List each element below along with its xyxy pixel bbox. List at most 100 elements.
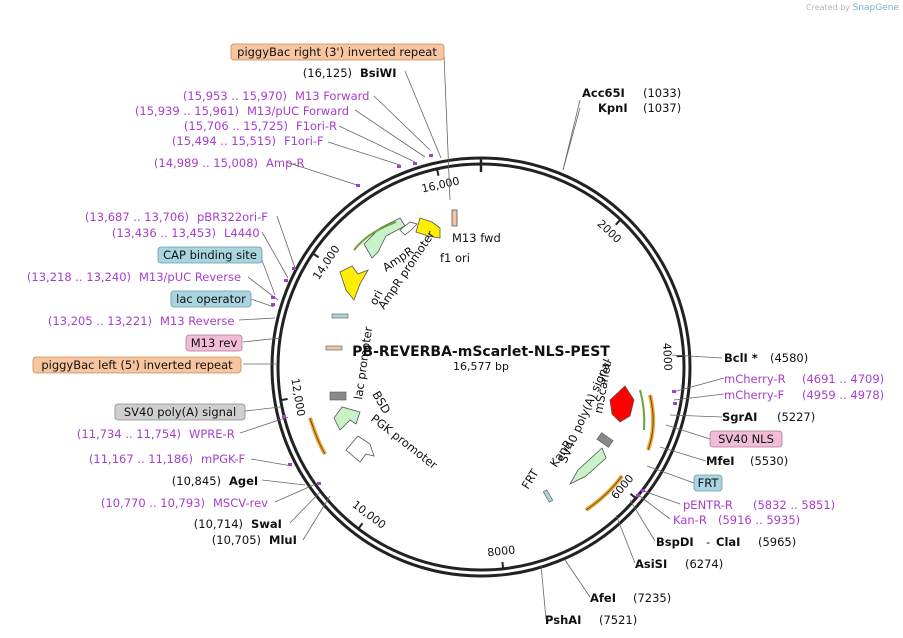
mpgk-range: (11,167 .. 11,186) bbox=[89, 452, 193, 466]
tick-mark bbox=[501, 561, 505, 569]
f1orir-range: (15,706 .. 15,725) bbox=[184, 119, 288, 133]
lac-promoter-label: lac promoter bbox=[351, 325, 375, 400]
tick-mark bbox=[435, 168, 440, 176]
mscv-range: (10,770 .. 10,793) bbox=[101, 496, 205, 510]
tick-label: 4000 bbox=[660, 342, 675, 371]
m13puc-label: M13/pUC Forward bbox=[247, 104, 349, 118]
right-labels: Acc65I (1033) KpnI (1037) BclI * (4580) … bbox=[545, 86, 884, 627]
tick-mark bbox=[357, 522, 364, 530]
mpgk-label: mPGK-F bbox=[201, 452, 245, 466]
mfei-label: MfeI bbox=[706, 454, 735, 468]
afei-label: AfeI bbox=[590, 591, 616, 605]
mcherryf-range: (4959 .. 4978) bbox=[802, 388, 884, 402]
pb-right-box: piggyBac right (3') inverted repeat bbox=[237, 45, 437, 59]
ampr-orf-arc bbox=[353, 221, 397, 251]
m13rev-primer-label: M13 Reverse bbox=[160, 314, 234, 328]
tick-mark bbox=[312, 252, 320, 259]
mlui-pos: (10,705) bbox=[212, 533, 261, 547]
f1orir-label: F1ori-R bbox=[296, 119, 337, 133]
wpre-label: WPRE-R bbox=[189, 427, 235, 441]
sv40-signal-box: SV40 poly(A) signal bbox=[124, 405, 236, 419]
tick-label: 16,000 bbox=[420, 174, 460, 195]
sv40-nls-box: SV40 NLS bbox=[718, 432, 774, 446]
ori-label: ori bbox=[366, 288, 385, 308]
mcherryr-label: mCherry-R bbox=[724, 372, 786, 386]
pb-left-box: piggyBac left (5') inverted repeat bbox=[41, 358, 233, 372]
mcherryr-range: (4691 .. 4709) bbox=[802, 372, 884, 386]
frt-inner-mark bbox=[542, 489, 554, 503]
swai-pos: (10,714) bbox=[194, 517, 243, 531]
bspdi-label: BspDI bbox=[656, 535, 694, 549]
sgrai-pos: (5227) bbox=[777, 410, 815, 424]
pb-left-mark bbox=[325, 345, 343, 351]
lower-orange-arc-core bbox=[585, 475, 623, 511]
lac-operator-mark bbox=[331, 313, 349, 319]
primer-marks bbox=[271, 154, 677, 497]
mscarlet-arrow bbox=[609, 385, 635, 423]
ampr-arrow bbox=[363, 217, 406, 259]
right-green-arc bbox=[639, 389, 646, 431]
snapgene-brand: SnapGene bbox=[852, 3, 899, 13]
pshai-label: PshAI bbox=[545, 613, 581, 627]
bsd-arrow bbox=[333, 406, 361, 431]
bcli-label: BclI * bbox=[724, 351, 758, 365]
l4440-label: L4440 bbox=[224, 226, 260, 240]
clai-label: ClaI bbox=[716, 535, 740, 549]
agei-label: AgeI bbox=[229, 474, 258, 488]
m13-fwd-label: M13 fwd bbox=[452, 231, 501, 245]
leader-lines bbox=[238, 54, 725, 620]
pgk-promoter-arrow bbox=[345, 435, 375, 463]
swai-label: SwaI bbox=[251, 517, 282, 531]
acc65i-pos: (1033) bbox=[643, 86, 681, 100]
sgrai-label: SgrAI bbox=[722, 410, 757, 424]
bspdi-dash: - bbox=[706, 535, 710, 549]
ampr-range: (14,989 .. 15,008) bbox=[154, 156, 258, 170]
m13rev-range: (13,205 .. 13,221) bbox=[48, 314, 152, 328]
tick-mark bbox=[280, 398, 288, 402]
ampr-promoter-arrow bbox=[399, 221, 418, 236]
ampr-primer-label: Amp-R bbox=[266, 156, 305, 170]
plasmid-name: PB-REVERBA-mScarlet-NLS-PEST bbox=[352, 344, 610, 360]
kanr-primer-range: (5916 .. 5935) bbox=[718, 513, 800, 527]
mcherryf-label: mCherry-F bbox=[724, 388, 784, 402]
pshai-pos: (7521) bbox=[599, 613, 637, 627]
ori-arrow bbox=[339, 265, 369, 301]
m13pucrev-range: (13,218 .. 13,240) bbox=[27, 270, 131, 284]
m13fwd-label: M13 Forward bbox=[295, 89, 369, 103]
pentr-range: (5832 .. 5851) bbox=[753, 498, 835, 512]
left-labels: (16,125) BsiWI (15,953 .. 15,970) M13 Fo… bbox=[27, 66, 397, 547]
pbr-label: pBR322ori-F bbox=[197, 210, 268, 224]
frt-inner-label: FRT bbox=[519, 466, 542, 492]
mfei-pos: (5530) bbox=[750, 454, 788, 468]
frt-box: FRT bbox=[698, 476, 720, 490]
credit-prefix: Created by bbox=[806, 3, 851, 12]
bspdi-pos: (5965) bbox=[758, 535, 796, 549]
f1-ori-label: f1 ori bbox=[440, 251, 470, 265]
asisi-pos: (6274) bbox=[685, 557, 723, 571]
bcli-pos: (4580) bbox=[770, 351, 808, 365]
agei-pos: (10,845) bbox=[172, 474, 221, 488]
kpni-pos: (1037) bbox=[643, 101, 681, 115]
tick-label: 12,000 bbox=[288, 377, 307, 417]
snapgene-credit: Created by SnapGene bbox=[806, 3, 899, 13]
m13-rev-box: M13 rev bbox=[191, 336, 238, 350]
pbr-range: (13,687 .. 13,706) bbox=[85, 210, 189, 224]
bsd-label: BSD bbox=[369, 389, 393, 417]
pgk-promoter-label: PGK promoter bbox=[368, 411, 440, 472]
mlui-label: MluI bbox=[269, 533, 297, 547]
kanr-primer-label: Kan-R bbox=[673, 513, 707, 527]
asisi-label: AsiSI bbox=[635, 557, 667, 571]
plasmid-length: 16,577 bp bbox=[453, 360, 509, 373]
feature-arrows bbox=[308, 209, 656, 512]
tick-mark bbox=[615, 218, 622, 226]
lac-operator-box: lac operator bbox=[176, 292, 246, 306]
left-orange-arc-core bbox=[309, 417, 326, 455]
tick-mark bbox=[629, 493, 637, 500]
f1orif-range: (15,494 .. 15,515) bbox=[172, 134, 276, 148]
bsiwi-label: BsiWI bbox=[360, 66, 397, 80]
m13pucrev-label: M13/pUC Reverse bbox=[139, 270, 241, 284]
mscv-label: MSCV-rev bbox=[213, 496, 268, 510]
f1orif-label: F1ori-F bbox=[284, 134, 324, 148]
m13puc-range: (15,939 .. 15,961) bbox=[135, 104, 239, 118]
